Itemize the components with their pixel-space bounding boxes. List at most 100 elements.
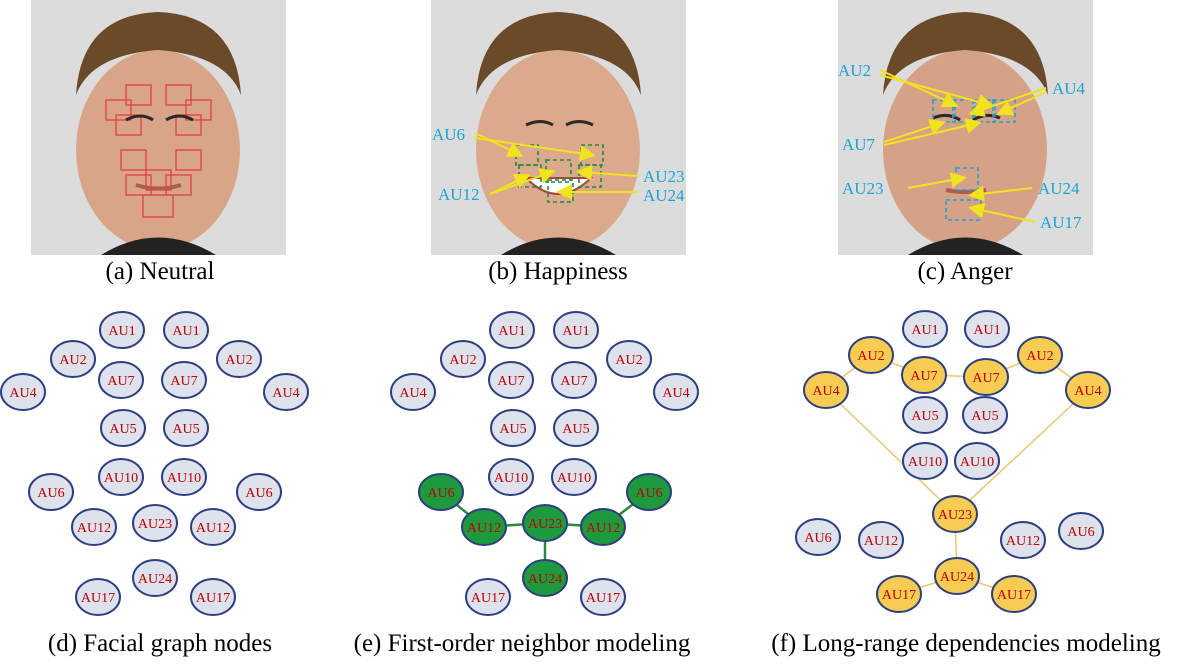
svg-text:AU7: AU7 — [972, 371, 999, 386]
node-f-au2: AU2 — [848, 336, 894, 374]
node-e-au10: AU10 — [488, 458, 534, 496]
svg-text:AU1: AU1 — [172, 324, 199, 339]
svg-text:AU24: AU24 — [138, 572, 172, 587]
svg-text:AU4: AU4 — [812, 384, 839, 399]
svg-text:AU12: AU12 — [864, 534, 898, 549]
caption-b: (b) Happiness — [488, 258, 628, 285]
svg-text:AU10: AU10 — [104, 471, 138, 486]
node-e-au5: AU5 — [553, 409, 599, 447]
node-d-au1: AU1 — [99, 311, 145, 349]
node-e-au5: AU5 — [490, 409, 536, 447]
svg-text:AU2: AU2 — [615, 353, 642, 368]
svg-text:AU23: AU23 — [938, 508, 972, 523]
label-c-au23: AU23 — [842, 179, 884, 198]
svg-text:AU5: AU5 — [172, 422, 199, 437]
node-f-au2: AU2 — [1017, 336, 1063, 374]
svg-text:AU10: AU10 — [557, 471, 591, 486]
node-d-au7: AU7 — [98, 361, 144, 399]
svg-text:AU24: AU24 — [940, 570, 974, 585]
edge-f — [825, 389, 956, 515]
label-b-au24: AU24 — [643, 186, 685, 205]
node-f-au5: AU5 — [902, 396, 948, 434]
svg-text:AU1: AU1 — [498, 324, 525, 339]
caption-d: (d) Facial graph nodes — [47, 630, 273, 657]
node-d-au2: AU2 — [216, 340, 262, 378]
node-e-au12: AU12 — [461, 508, 507, 546]
svg-text:AU5: AU5 — [109, 422, 136, 437]
svg-text:AU6: AU6 — [37, 486, 64, 501]
label-c-au7: AU7 — [842, 135, 876, 154]
node-f-au24: AU24 — [934, 557, 980, 595]
svg-text:AU4: AU4 — [1074, 384, 1101, 399]
caption-f: (f) Long-range dependencies modeling — [771, 630, 1161, 657]
svg-text:AU6: AU6 — [635, 486, 662, 501]
node-f-au5: AU5 — [962, 396, 1008, 434]
svg-text:AU4: AU4 — [399, 386, 426, 401]
svg-text:AU12: AU12 — [196, 521, 230, 536]
svg-text:AU4: AU4 — [662, 386, 689, 401]
node-f-au4: AU4 — [1065, 371, 1111, 409]
node-d-au5: AU5 — [100, 409, 146, 447]
node-e-au4: AU4 — [653, 373, 699, 411]
svg-text:AU12: AU12 — [586, 521, 620, 536]
node-f-au12: AU12 — [858, 521, 904, 559]
svg-text:AU6: AU6 — [804, 531, 831, 546]
svg-text:AU2: AU2 — [449, 353, 476, 368]
node-d-au24: AU24 — [132, 559, 178, 597]
node-e-au23: AU23 — [522, 504, 568, 542]
svg-text:AU5: AU5 — [971, 409, 998, 424]
node-d-au23: AU23 — [132, 504, 178, 542]
photo-annotations: AU6 AU12 AU23 AU24 AU2 AU4 AU7 AU23 AU24… — [432, 61, 1086, 232]
svg-text:AU12: AU12 — [77, 521, 111, 536]
face-neutral — [31, 0, 286, 255]
svg-text:AU5: AU5 — [911, 409, 938, 424]
svg-text:AU23: AU23 — [528, 517, 562, 532]
node-d-au17: AU17 — [190, 578, 236, 616]
label-c-au24: AU24 — [1038, 179, 1080, 198]
node-d-au6: AU6 — [236, 473, 282, 511]
label-c-au4: AU4 — [1052, 79, 1086, 98]
svg-text:AU2: AU2 — [1026, 349, 1053, 364]
svg-text:AU4: AU4 — [272, 386, 299, 401]
svg-text:AU7: AU7 — [560, 374, 587, 389]
node-d-au17: AU17 — [75, 578, 121, 616]
svg-text:AU1: AU1 — [911, 323, 938, 338]
node-e-au12: AU12 — [580, 508, 626, 546]
node-e-au24: AU24 — [522, 559, 568, 597]
svg-text:AU12: AU12 — [1006, 534, 1040, 549]
svg-text:AU24: AU24 — [528, 572, 562, 587]
node-d-au5: AU5 — [163, 409, 209, 447]
svg-text:AU7: AU7 — [497, 374, 524, 389]
node-e-au7: AU7 — [551, 361, 597, 399]
label-b-au12: AU12 — [438, 185, 480, 204]
svg-text:AU10: AU10 — [960, 455, 994, 470]
node-d-au12: AU12 — [71, 508, 117, 546]
node-f-au1: AU1 — [964, 310, 1010, 348]
node-f-au6: AU6 — [1058, 512, 1104, 550]
caption-a: (a) Neutral — [105, 258, 215, 285]
node-d-au4: AU4 — [263, 373, 309, 411]
svg-text:AU4: AU4 — [9, 386, 36, 401]
svg-text:AU7: AU7 — [910, 369, 937, 384]
svg-text:AU6: AU6 — [427, 486, 454, 501]
svg-text:AU6: AU6 — [245, 486, 272, 501]
svg-text:AU2: AU2 — [857, 349, 884, 364]
svg-text:AU17: AU17 — [882, 588, 916, 603]
svg-text:AU5: AU5 — [562, 422, 589, 437]
node-f-au7: AU7 — [963, 358, 1009, 396]
node-e-au6: AU6 — [418, 473, 464, 511]
node-e-au4: AU4 — [390, 373, 436, 411]
svg-text:AU17: AU17 — [997, 588, 1031, 603]
arrows-anger — [879, 69, 1047, 223]
node-f-au17: AU17 — [876, 575, 922, 613]
node-f-au10: AU10 — [902, 442, 948, 480]
edge-f — [954, 389, 1089, 515]
svg-text:AU2: AU2 — [225, 353, 252, 368]
svg-text:AU17: AU17 — [586, 591, 620, 606]
node-f-au23: AU23 — [932, 495, 978, 533]
svg-text:AU6: AU6 — [1067, 525, 1094, 540]
node-f-au4: AU4 — [803, 371, 849, 409]
